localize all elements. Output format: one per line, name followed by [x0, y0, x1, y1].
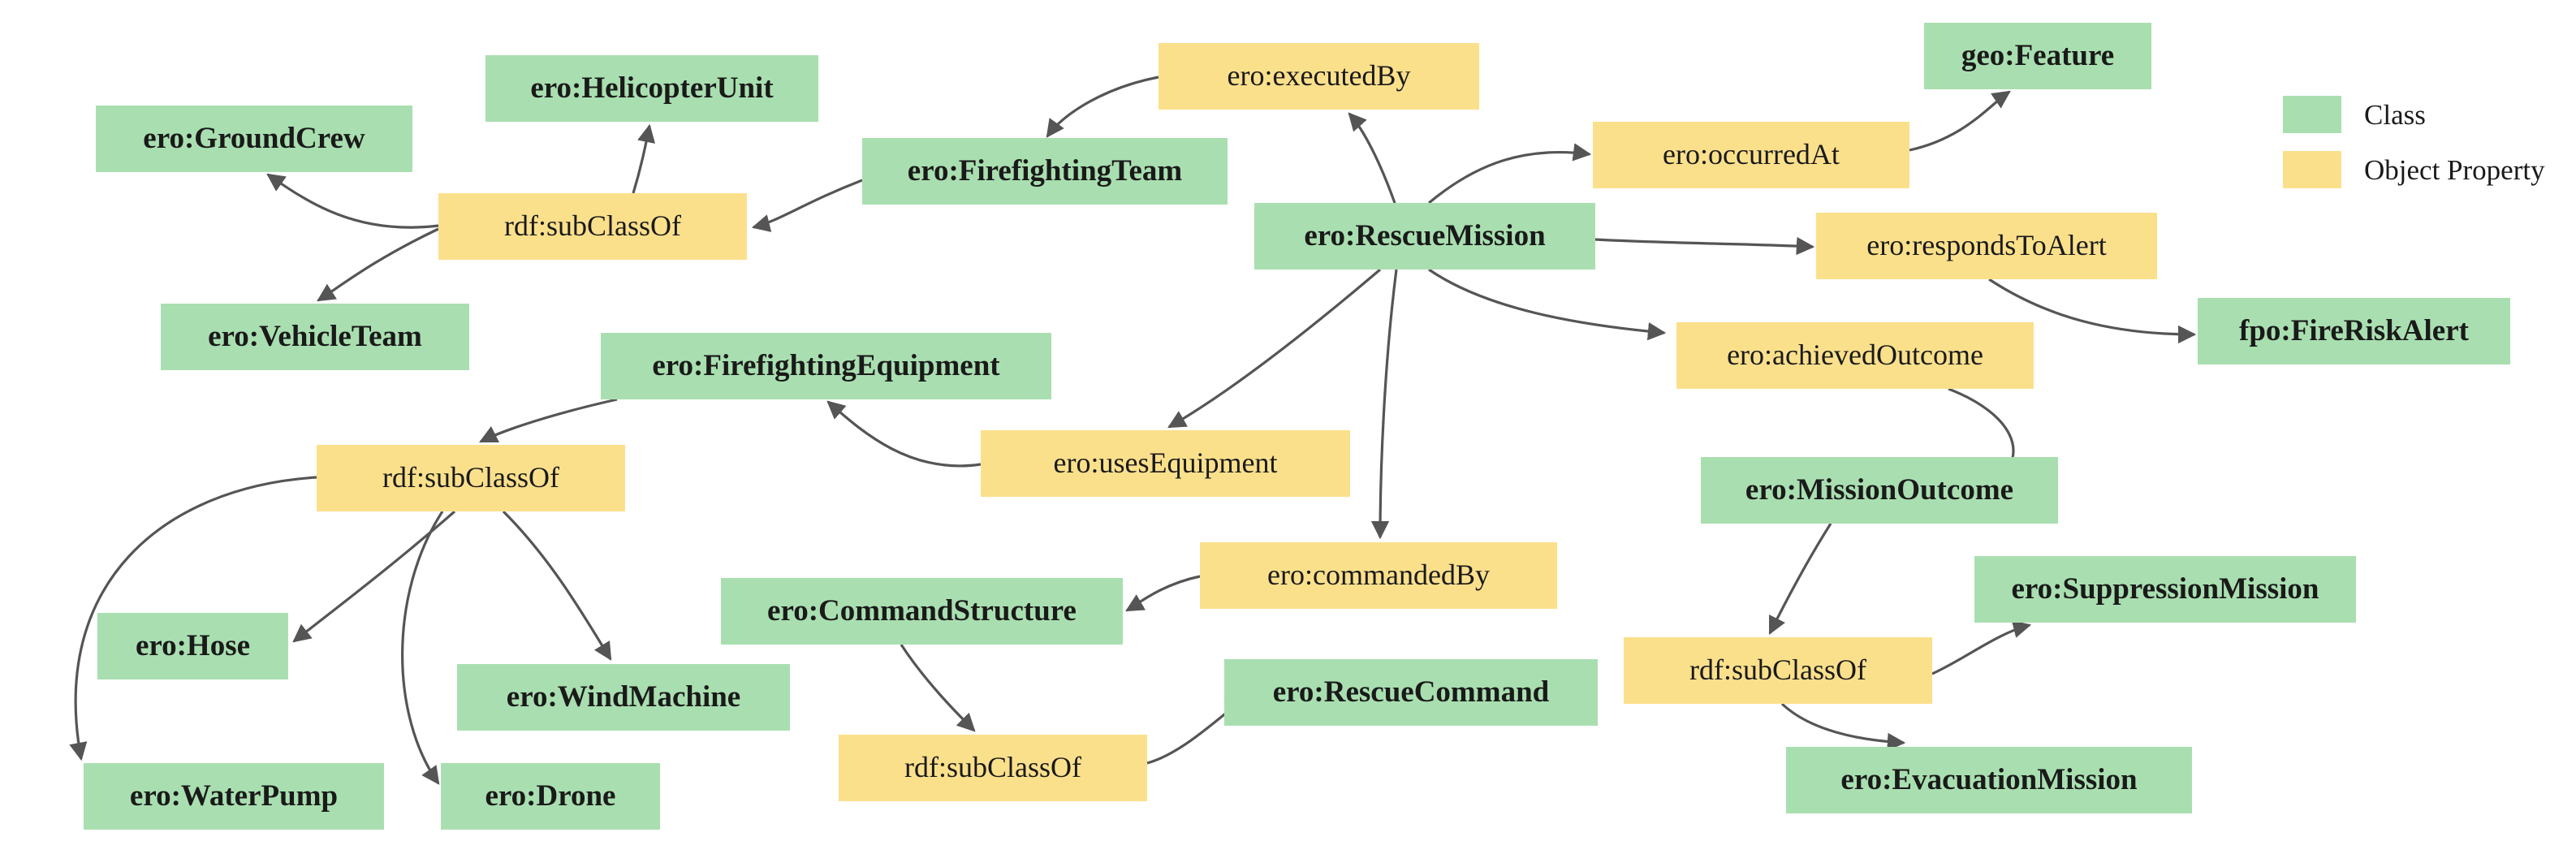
node-label: ero:Hose — [135, 628, 251, 662]
node-label: ero:HelicopterUnit — [530, 71, 774, 105]
node-vehicleteam[interactable]: ero:VehicleTeam — [161, 304, 469, 370]
edge-rescuemission-to-respondstoalert — [1594, 236, 1815, 256]
node-label: fpo:FireRiskAlert — [2239, 313, 2469, 347]
edge-rescuemission-to-achievedoutcome — [1428, 268, 1667, 341]
node-evacuationmission[interactable]: ero:EvacuationMission — [1786, 747, 2192, 813]
edge-rescuemission-to-occurredat — [1427, 143, 1592, 205]
node-label: rdf:subClassOf — [1689, 653, 1866, 687]
edge-subclassof-teams-to-groundcrew — [266, 173, 439, 229]
node-occurredat[interactable]: ero:occurredAt — [1593, 122, 1909, 188]
edge-commandstructure-to-subclassof-cmd — [900, 644, 976, 732]
node-label: ero:RescueMission — [1304, 218, 1546, 252]
node-label: ero:MissionOutcome — [1745, 472, 2014, 507]
node-label: ero:executedBy — [1227, 59, 1411, 93]
node-missionoutcome[interactable]: ero:MissionOutcome — [1701, 457, 2058, 524]
edge-subclassof-mission-to-evacuationmission — [1780, 702, 1906, 752]
node-label: rdf:subClassOf — [904, 751, 1081, 784]
legend-swatch-class — [2283, 96, 2341, 133]
node-commandedby[interactable]: ero:commandedBy — [1200, 542, 1557, 609]
node-label: rdf:subClassOf — [504, 209, 681, 243]
edge-subclassof-equip-to-drone — [401, 511, 444, 785]
node-geofeature[interactable]: geo:Feature — [1924, 23, 2151, 89]
node-groundcrew[interactable]: ero:GroundCrew — [96, 106, 412, 172]
node-usesequipment[interactable]: ero:usesEquipment — [981, 430, 1350, 497]
edge-commandedby-to-commandstructure — [1125, 575, 1201, 612]
node-label: rdf:subClassOf — [382, 461, 559, 494]
node-label: ero:GroundCrew — [143, 121, 365, 155]
legend-label-class: Class — [2364, 99, 2426, 131]
node-firefightingteam[interactable]: ero:FirefightingTeam — [862, 138, 1228, 205]
node-label: geo:Feature — [1961, 38, 2115, 72]
edge-rescuemission-to-usesequipment — [1167, 268, 1382, 429]
edge-occurredat-to-geofeature — [1909, 90, 2011, 152]
node-label: ero:FirefightingTeam — [907, 153, 1183, 188]
edge-firefightingteam-to-subclassof-teams — [751, 179, 863, 232]
edge-respondstoalert-to-fireriskalert — [1988, 278, 2197, 344]
node-achievedoutcome[interactable]: ero:achievedOutcome — [1676, 322, 2034, 389]
node-suppressionmission[interactable]: ero:SuppressionMission — [1974, 556, 2356, 623]
edge-firefightingequip-to-subclassof-equip — [478, 398, 618, 443]
node-fireriskalert[interactable]: fpo:FireRiskAlert — [2198, 298, 2510, 364]
edge-executedby-to-firefightingteam — [1046, 75, 1159, 138]
node-label: ero:EvacuationMission — [1840, 762, 2138, 796]
node-label: ero:CommandStructure — [767, 593, 1077, 628]
legend-label-object-property: Object Property — [2364, 154, 2545, 186]
edge-rescuemission-to-commandedby — [1370, 269, 1398, 540]
node-helicopterunit[interactable]: ero:HelicopterUnit — [485, 55, 818, 122]
node-waterpump[interactable]: ero:WaterPump — [84, 763, 384, 830]
node-label: ero:usesEquipment — [1053, 446, 1278, 480]
edge-subclassof-mission-to-suppressionmission — [1931, 620, 2032, 675]
node-subclassof-cmd[interactable]: rdf:subClassOf — [839, 735, 1147, 801]
node-label: ero:WaterPump — [129, 779, 339, 813]
node-label: ero:FirefightingEquipment — [652, 348, 1000, 382]
node-label: ero:VehicleTeam — [208, 319, 422, 353]
node-label: ero:commandedBy — [1267, 559, 1490, 592]
edge-subclassof-equip-to-windmachine — [502, 510, 612, 661]
node-rescuecommand[interactable]: ero:RescueCommand — [1224, 659, 1598, 726]
node-label: ero:WindMachine — [506, 679, 741, 714]
edge-subclassof-teams-to-helicopterunit — [632, 123, 656, 194]
node-label: ero:respondsToAlert — [1866, 229, 2107, 262]
node-firefightingequip[interactable]: ero:FirefightingEquipment — [601, 333, 1051, 399]
node-label: ero:SuppressionMission — [2011, 571, 2319, 606]
node-subclassof-mission[interactable]: rdf:subClassOf — [1624, 637, 1932, 704]
node-executedby[interactable]: ero:executedBy — [1159, 43, 1479, 110]
node-commandstructure[interactable]: ero:CommandStructure — [721, 578, 1123, 645]
node-respondstoalert[interactable]: ero:respondsToAlert — [1816, 213, 2157, 279]
node-hose[interactable]: ero:Hose — [97, 613, 288, 679]
node-label: ero:occurredAt — [1663, 138, 1840, 171]
node-subclassof-teams[interactable]: rdf:subClassOf — [438, 193, 747, 260]
node-rescuemission[interactable]: ero:RescueMission — [1254, 203, 1595, 270]
legend-swatch-object-property — [2283, 151, 2341, 188]
edge-rescuemission-to-executedby — [1348, 112, 1396, 204]
node-subclassof-equip[interactable]: rdf:subClassOf — [317, 445, 625, 511]
edge-usesequipment-to-firefightingequip — [826, 400, 982, 468]
node-label: ero:RescueCommand — [1272, 675, 1550, 709]
node-windmachine[interactable]: ero:WindMachine — [457, 664, 790, 731]
edge-subclassof-teams-to-vehicleteam — [317, 227, 439, 302]
edge-subclassof-equip-to-waterpump — [69, 476, 317, 761]
node-label: ero:Drone — [485, 779, 616, 813]
edge-missionoutcome-to-subclassof-mission — [1768, 523, 1832, 636]
node-label: ero:achievedOutcome — [1727, 339, 1983, 372]
node-drone[interactable]: ero:Drone — [441, 763, 660, 830]
